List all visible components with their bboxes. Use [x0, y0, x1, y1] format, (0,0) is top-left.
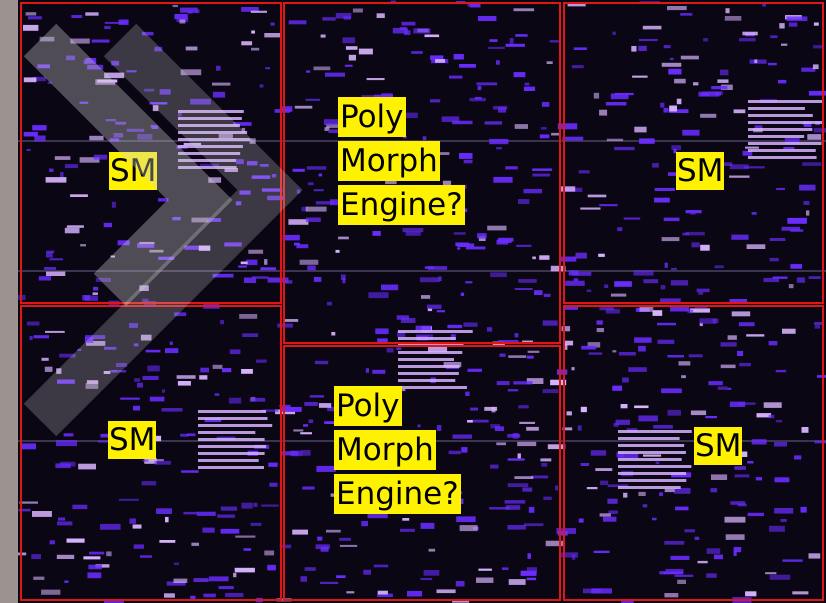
sm-label-bottom-right: SM [694, 427, 743, 465]
polymorph-line-poly: Poly [338, 97, 406, 137]
die-shot: SM SM SM SM Poly Morph Engine? Poly Morp… [18, 0, 826, 603]
polymorph-line-engine: Engine? [334, 474, 461, 514]
polymorph-region-bottom [283, 345, 561, 601]
sm-region-bottom-left [20, 305, 282, 601]
polymorph-label-top: Poly Morph Engine? [338, 97, 465, 229]
polymorph-line-morph: Morph [338, 141, 440, 181]
sm-label-top-right: SM [676, 152, 725, 190]
polymorph-label-bottom: Poly Morph Engine? [334, 386, 461, 518]
polymorph-line-engine: Engine? [338, 185, 465, 225]
polymorph-line-morph: Morph [334, 430, 436, 470]
sm-region-bottom-right [563, 305, 824, 601]
polymorph-region-top [283, 2, 561, 344]
sm-label-top-left: SM [109, 152, 158, 190]
sm-region-top-right [563, 2, 824, 304]
circuit-texture [18, 0, 826, 603]
sm-region-top-left [20, 2, 282, 304]
polymorph-line-poly: Poly [334, 386, 402, 426]
sm-label-bottom-left: SM [108, 421, 157, 459]
